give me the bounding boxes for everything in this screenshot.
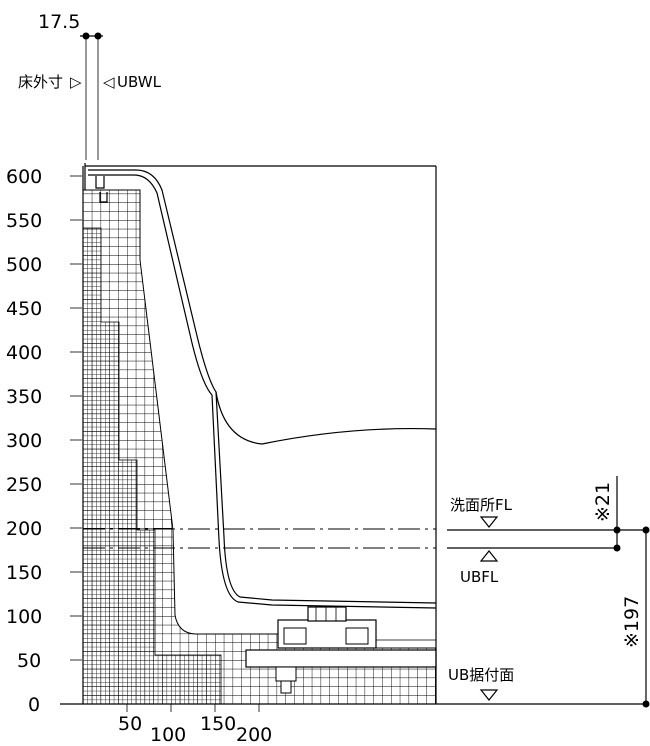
top-dimension-label: 17.5 — [38, 11, 80, 33]
floor-outer-label: 床外寸 — [18, 73, 63, 91]
y-tick-250: 250 — [6, 474, 42, 496]
y-tick-550: 550 — [6, 210, 42, 232]
wall-grid-hatch — [82, 189, 437, 705]
y-tick-300: 300 — [6, 430, 42, 452]
y-tick-500: 500 — [6, 254, 42, 276]
y-tick-150: 150 — [6, 562, 42, 584]
dim-21-marker — [613, 476, 621, 552]
y-axis-ticks — [70, 175, 82, 705]
ubfl-marker-icon — [479, 550, 499, 562]
base-plate — [245, 649, 437, 668]
y-tick-100: 100 — [6, 606, 42, 628]
bathtub-outline — [84, 163, 437, 609]
bottom-ticks — [126, 704, 260, 712]
x-tick-150: 150 — [200, 713, 236, 735]
x-tick-200: 200 — [236, 724, 272, 746]
washroom-fl-marker-icon — [479, 516, 499, 528]
dim-197-marker — [642, 526, 650, 708]
y-tick-200: 200 — [6, 518, 42, 540]
leg-support — [275, 606, 436, 694]
x-tick-100: 100 — [150, 724, 186, 746]
dim-197-label: ※197 — [621, 596, 643, 648]
washroom-fl-label: 洗面所FL — [450, 496, 513, 514]
y-tick-0: 0 — [28, 694, 40, 716]
dim-21-label: ※21 — [592, 482, 614, 522]
y-tick-450: 450 — [6, 298, 42, 320]
y-tick-600: 600 — [6, 166, 42, 188]
floor-outer-marker-icon: ▷ — [70, 73, 82, 91]
y-tick-400: 400 — [6, 342, 42, 364]
ub-base-marker-icon — [479, 689, 499, 701]
ubfl-label: UBFL — [460, 568, 499, 586]
ub-base-label: UB据付面 — [448, 666, 514, 684]
ubwl-label: UBWL — [117, 73, 162, 91]
y-tick-50: 50 — [17, 650, 41, 672]
x-tick-50: 50 — [118, 713, 142, 735]
ubwl-marker-icon: ◁ — [103, 73, 115, 91]
y-tick-350: 350 — [6, 386, 42, 408]
